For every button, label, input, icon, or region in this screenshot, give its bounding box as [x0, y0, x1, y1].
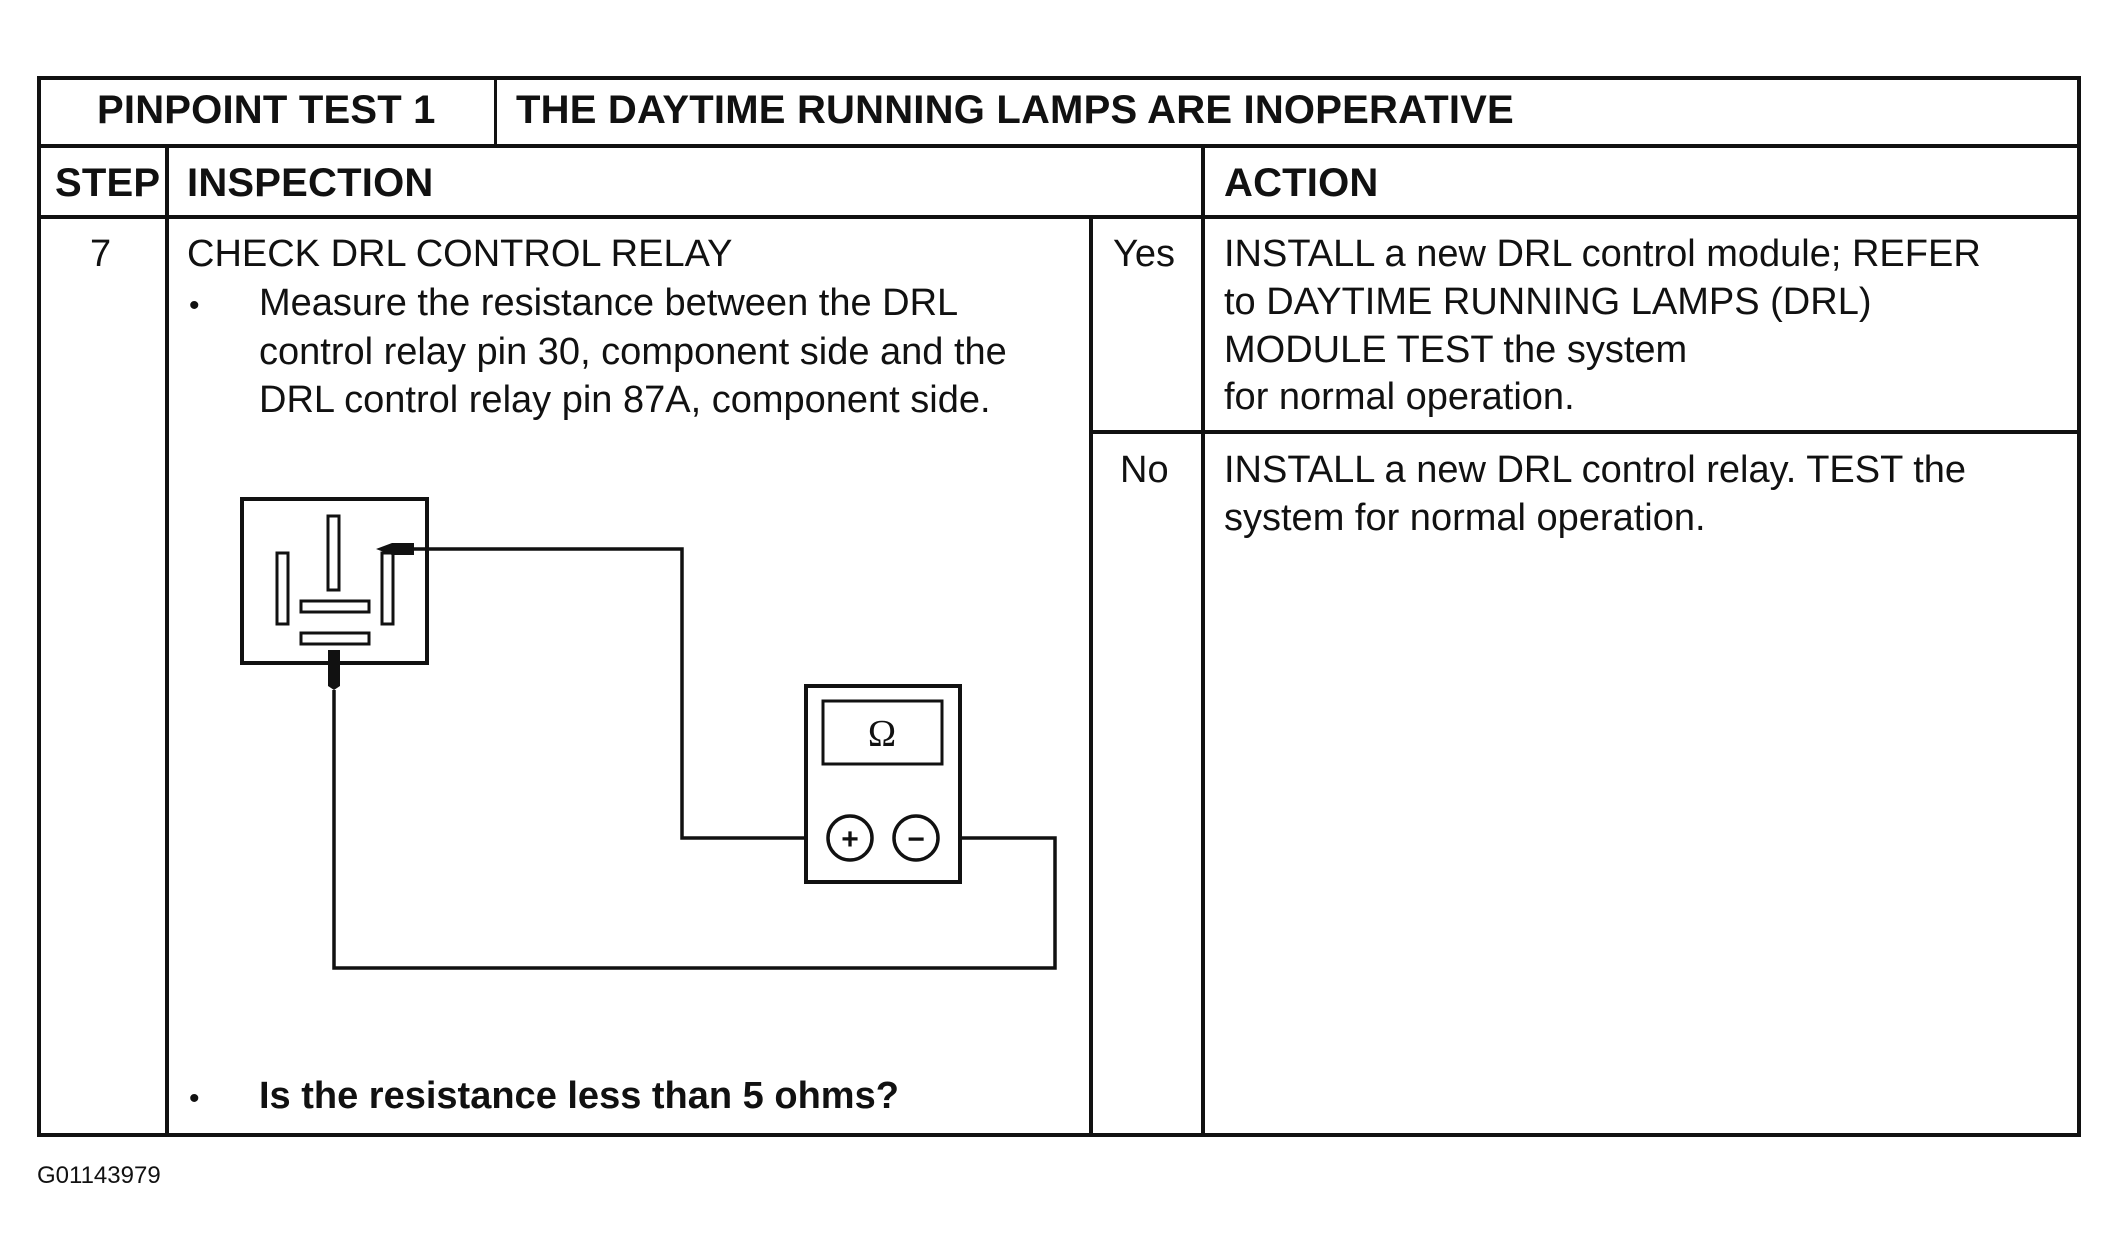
yes-action-line-4: for normal operation. — [1224, 376, 1575, 418]
probe-tip-pin-87a — [328, 650, 340, 690]
relay-pin — [275, 551, 290, 626]
negative-terminal — [892, 814, 940, 862]
pinpoint-test-label: PINPOINT TEST 1 — [97, 88, 436, 132]
inspection-title: CHECK DRL CONTROL RELAY — [187, 233, 733, 275]
step-column-divider — [165, 146, 169, 1136]
step-column-header: STEP — [55, 161, 161, 205]
inspection-action-divider — [1201, 146, 1205, 1136]
ohmmeter-display — [821, 699, 944, 766]
step-number: 7 — [90, 233, 112, 275]
table-border-left — [37, 76, 41, 1137]
table-border-bottom — [37, 1133, 2081, 1137]
ohm-symbol: Ω — [868, 713, 896, 755]
negative-lead-wire — [332, 690, 1057, 970]
header-vertical-divider — [494, 76, 497, 146]
inspection-question: Is the resistance less than 5 ohms? — [259, 1075, 899, 1117]
column-header-divider — [37, 215, 2081, 219]
bullet-marker: • — [189, 289, 200, 322]
pinpoint-test-title: THE DAYTIME RUNNING LAMPS ARE INOPERATIV… — [516, 88, 1514, 132]
positive-lead-wire — [414, 547, 806, 840]
relay-pin — [326, 514, 341, 592]
minus-symbol: − — [907, 823, 925, 856]
positive-terminal — [826, 814, 874, 862]
no-label: No — [1120, 449, 1169, 491]
measure-line-3: DRL control relay pin 87A, component sid… — [259, 379, 991, 421]
table-border-top — [37, 76, 2081, 80]
measure-line-2: control relay pin 30, component side and… — [259, 331, 1007, 373]
plus-symbol: + — [841, 823, 859, 856]
inspection-column-header: INSPECTION — [187, 161, 434, 205]
yes-action-line-2: to DAYTIME RUNNING LAMPS (DRL) — [1224, 281, 1872, 323]
table-border-right — [2077, 76, 2081, 1137]
yes-action-line-1: INSTALL a new DRL control module; REFER — [1224, 233, 1981, 275]
no-action-line-2: system for normal operation. — [1224, 497, 1706, 539]
yes-no-divider — [1089, 217, 1093, 1136]
no-action-line-1: INSTALL a new DRL control relay. TEST th… — [1224, 449, 1967, 491]
yes-action-line-3: MODULE TEST the system — [1224, 329, 1688, 371]
header-divider — [37, 144, 2081, 148]
probe-tip-pin-30 — [376, 543, 414, 555]
figure-id: G01143979 — [37, 1162, 161, 1189]
yes-no-row-divider — [1089, 430, 2081, 434]
measure-line-1: Measure the resistance between the DRL — [259, 282, 959, 324]
bullet-marker: • — [189, 1082, 200, 1115]
relay-pin — [380, 551, 395, 626]
relay-pin — [299, 599, 371, 614]
yes-label: Yes — [1113, 233, 1175, 275]
action-column-header: ACTION — [1224, 161, 1379, 205]
relay-pin — [299, 631, 371, 646]
